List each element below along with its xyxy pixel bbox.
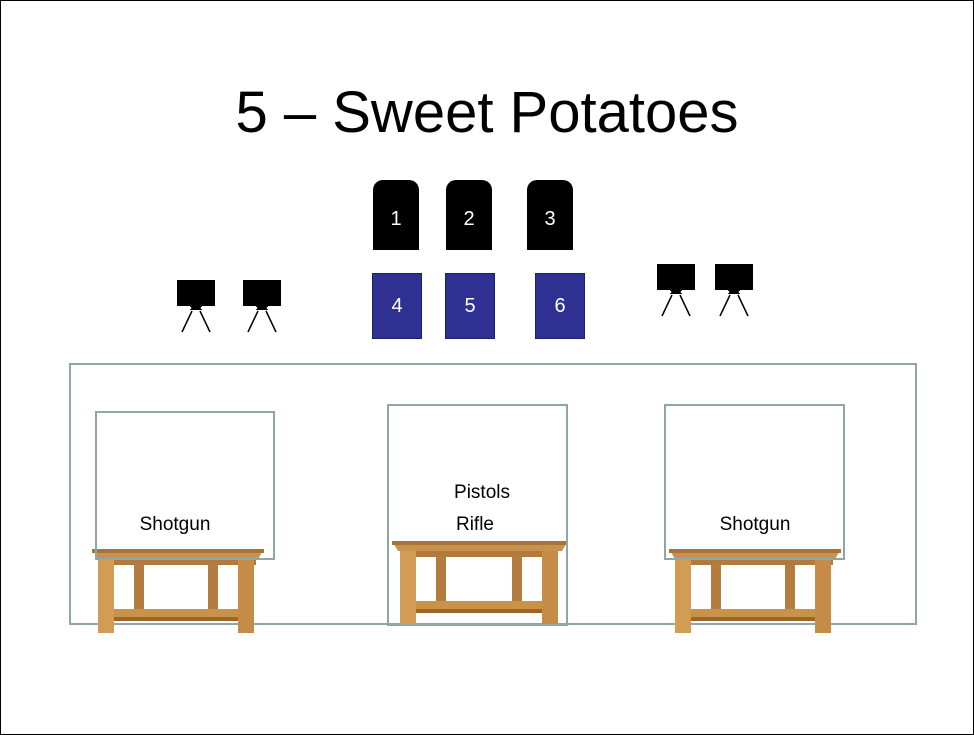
steel-target-icon <box>243 280 281 333</box>
bay-left-label: Shotgun <box>139 514 211 535</box>
tombstone-target-2: 2 <box>446 180 492 250</box>
page-title: 5 – Sweet Potatoes <box>235 80 739 145</box>
tombstone-target-1: 1 <box>373 180 419 250</box>
table-icon <box>392 541 568 625</box>
target-number: 4 <box>391 294 403 317</box>
box-target-4: 4 <box>372 273 422 339</box>
tombstone-target-3: 3 <box>527 180 573 250</box>
steel-target-icon <box>177 280 215 333</box>
steel-target-icon <box>715 264 753 317</box>
target-number: 3 <box>544 207 556 230</box>
target-number: 6 <box>554 294 566 317</box>
steel-target-icon <box>657 264 695 317</box>
bay-right-label: Shotgun <box>719 514 791 535</box>
bay-center-label-pistols: Pistols <box>454 482 510 503</box>
target-number: 5 <box>464 294 476 317</box>
target-number: 2 <box>463 207 475 230</box>
bay-left <box>95 411 275 560</box>
table-icon <box>669 549 841 633</box>
box-target-6: 6 <box>535 273 585 339</box>
bay-right <box>664 404 845 560</box>
target-number: 1 <box>390 207 402 230</box>
table-icon <box>92 549 264 633</box>
box-target-5: 5 <box>445 273 495 339</box>
bay-center-label-rifle: Rifle <box>455 514 494 535</box>
bay-center <box>387 404 568 626</box>
